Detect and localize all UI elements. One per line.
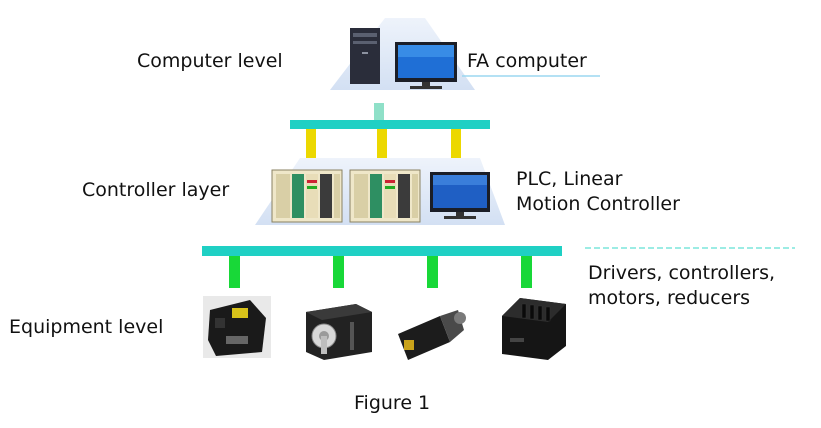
controller-layer-label: Controller layer (82, 179, 230, 201)
equipment-bus (202, 246, 562, 256)
equipment-level-label: Equipment level (9, 316, 164, 338)
motion-controller-icon (502, 298, 566, 360)
plc-controller-label-line2: Motion Controller (516, 193, 680, 215)
computer-level-label: Computer level (137, 50, 283, 72)
computer-link (374, 103, 384, 120)
monitor-icon (430, 172, 490, 219)
monitor-icon (395, 42, 457, 89)
equipment-link-3 (427, 256, 438, 288)
equipment-devices-label-line2: motors, reducers (588, 287, 751, 309)
servo-driver-icon (203, 296, 271, 358)
equipment-devices-label-line1: Drivers, controllers, (588, 262, 776, 284)
controller-link-2 (377, 129, 387, 169)
equipment-link-2 (333, 256, 344, 288)
plc-unit-icon (349, 169, 421, 223)
controller-link-1 (306, 129, 316, 169)
stepper-motor-icon (306, 304, 372, 360)
tower-pc-icon (350, 28, 380, 84)
gear-motor-icon (398, 310, 466, 360)
controller-bus (290, 120, 490, 129)
fa-computer-label: FA computer (467, 50, 587, 72)
figure-caption: Figure 1 (354, 392, 431, 414)
plc-controller-label-line1: PLC, Linear (516, 168, 623, 190)
controller-link-3 (451, 129, 461, 169)
equipment-link-4 (521, 256, 532, 288)
equipment-link-1 (229, 256, 240, 288)
plc-unit-icon (271, 169, 343, 223)
